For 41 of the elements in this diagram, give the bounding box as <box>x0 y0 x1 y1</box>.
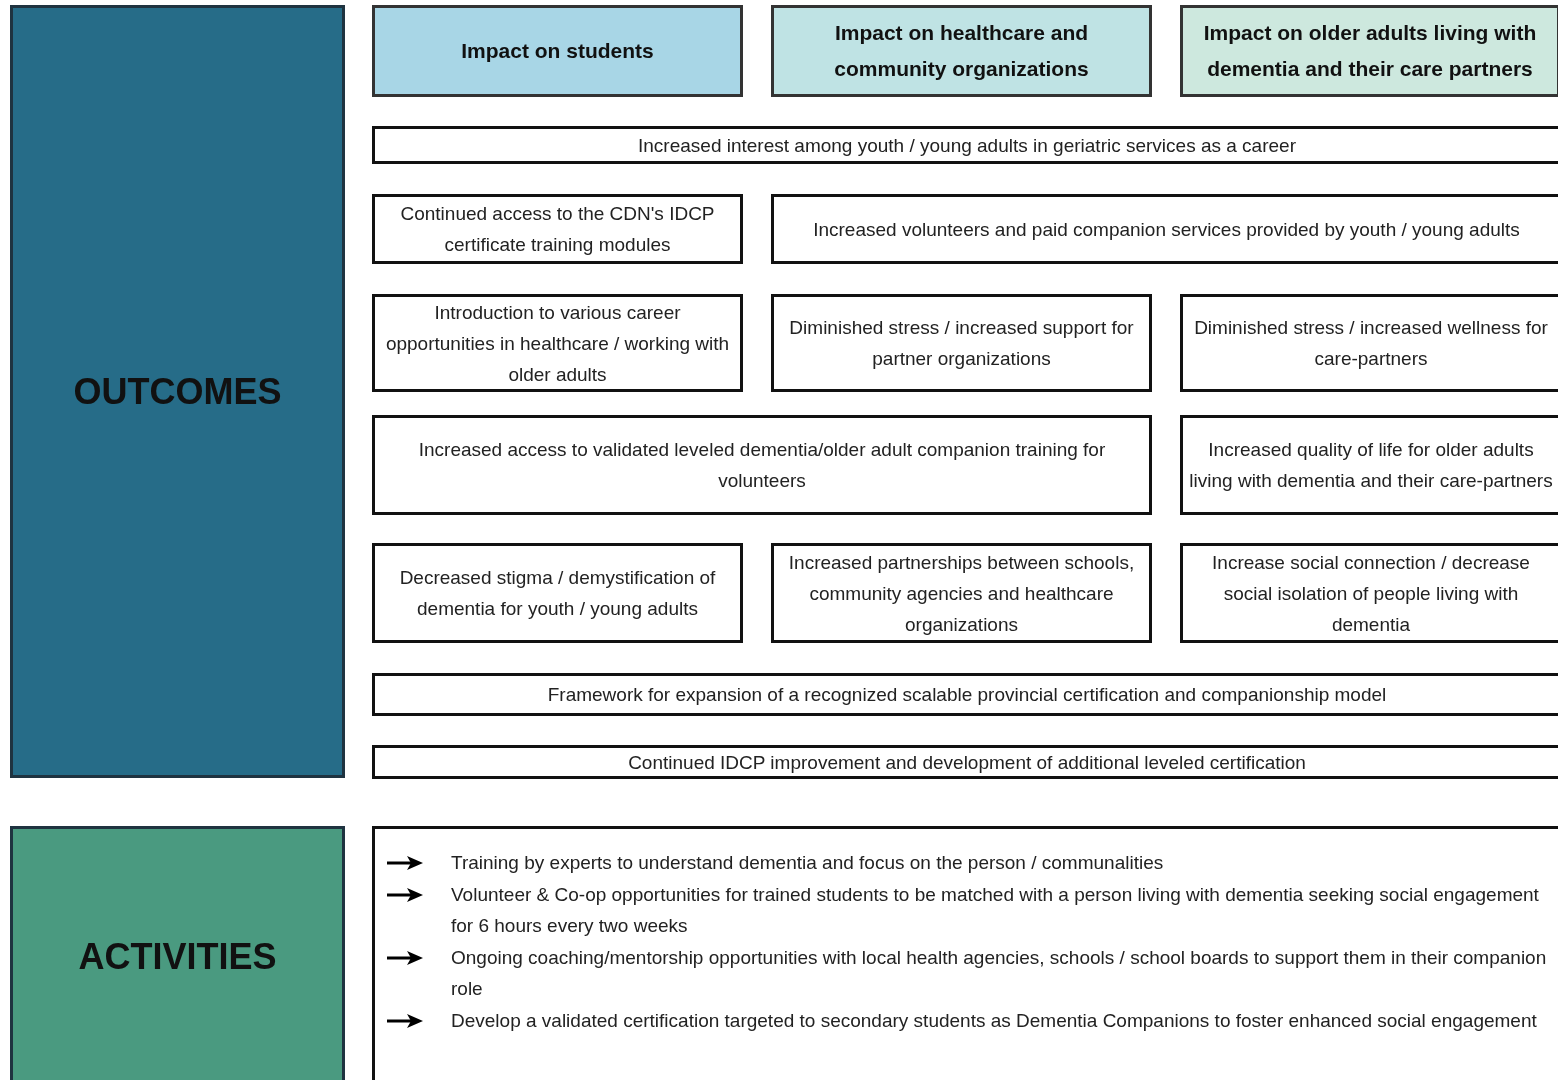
header-text: Impact on healthcare and community organizations <box>833 20 1090 82</box>
outcome-box <box>1180 415 1558 515</box>
header-box <box>372 5 743 97</box>
section-title: ACTIVITIES <box>77 940 278 972</box>
activity-text: Volunteer & Co-op opportunities for trained students to be matched with a person living with dementia seeking social engagement for 6 hours every two weeks <box>451 882 1540 938</box>
outcome-box <box>372 543 743 643</box>
outcome-text: Increased access to validated leveled dementia/older adult companion training for volunteers <box>417 438 1107 493</box>
outcome-box <box>771 194 1558 264</box>
outcome-text: Increased partnerships between schools, community agencies and healthcare organizations <box>787 550 1136 637</box>
section-band <box>10 5 345 778</box>
header-box <box>771 5 1152 97</box>
header-text: Impact on students <box>460 38 655 64</box>
outcome-text: Continued access to the CDN's IDCP certificate training modules <box>399 202 716 257</box>
outcome-box <box>1180 543 1558 643</box>
outcome-text: Increase social connection / decrease social isolation of people living with dementia <box>1211 550 1531 637</box>
outcome-box <box>771 543 1152 643</box>
outcome-text: Increased volunteers and paid companion services provided by youth / young adults <box>812 217 1521 242</box>
outcome-text: Framework for expansion of a recognized scalable provincial certification and companionship model <box>546 683 1388 707</box>
section-band <box>10 826 345 1080</box>
outcome-text: Continued IDCP improvement and development of additional leveled certification <box>627 750 1307 775</box>
outcome-text: Increased quality of life for older adults living with dementia and their care-partners <box>1188 438 1554 493</box>
header-text: Impact on older adults living with dementia and their care partners <box>1202 20 1538 82</box>
activities-box <box>372 826 1558 1080</box>
outcome-box <box>771 294 1152 392</box>
outcome-text: Diminished stress / increased support for partner organizations <box>788 316 1135 371</box>
activity-text: Develop a validated certification targeted to secondary students as Dementia Companions to foster enhanced social engagement <box>451 1008 1538 1033</box>
section-title: OUTCOMES <box>72 376 283 407</box>
outcome-box <box>372 745 1558 779</box>
outcome-text: Increased interest among youth / young adults in geriatric services as a career <box>637 133 1297 158</box>
outcome-box <box>372 126 1558 164</box>
outcome-text: Introduction to various career opportunities in healthcare / working with older adults <box>384 300 731 387</box>
outcome-box <box>372 294 743 392</box>
outcome-text: Diminished stress / increased wellness for care-partners <box>1193 316 1549 371</box>
header-box <box>1180 5 1558 97</box>
outcome-text: Decreased stigma / demystification of dementia for youth / young adults <box>398 566 717 621</box>
activity-text: Training by experts to understand dementia and focus on the person / communalities <box>451 851 1165 875</box>
outcome-box <box>372 194 743 264</box>
outcome-box <box>372 673 1558 716</box>
outcome-box <box>1180 294 1558 392</box>
activity-text: Ongoing coaching/mentorship opportunities with local health agencies, schools / school boards to support them in their companion role <box>451 945 1548 1001</box>
outcome-box <box>372 415 1152 515</box>
